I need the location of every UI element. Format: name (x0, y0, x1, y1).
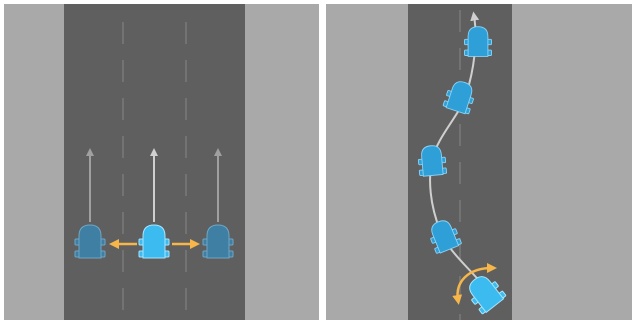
left-shoulder-left (4, 4, 64, 320)
lane-change-panel (4, 4, 319, 320)
curved-path-panel (326, 4, 632, 320)
right-shoulder-left (326, 4, 408, 320)
left-shoulder-right (245, 4, 319, 320)
right-shoulder-right (512, 4, 632, 320)
